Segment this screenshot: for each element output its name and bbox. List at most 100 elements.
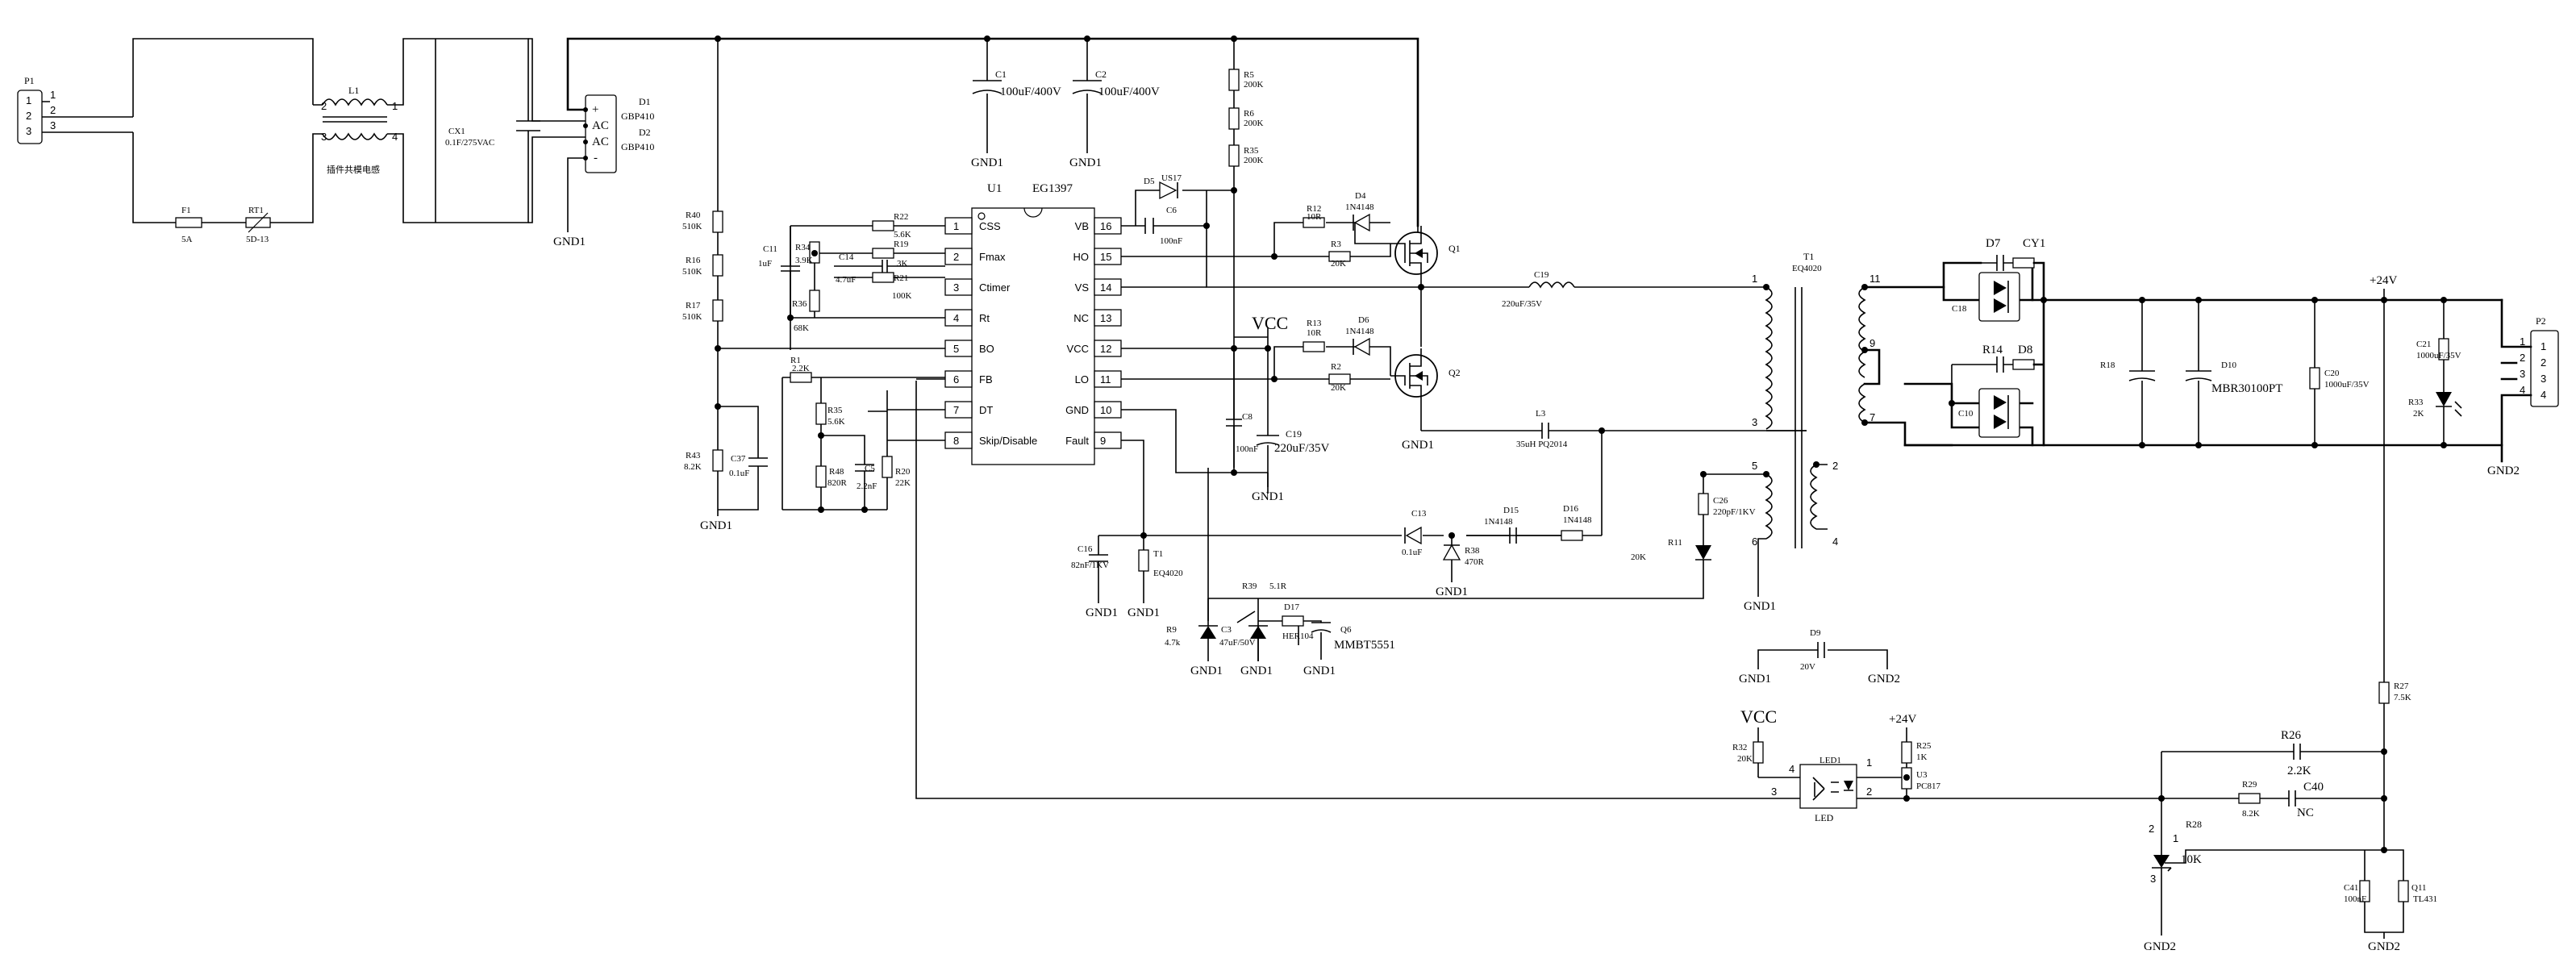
- wire-rt1-l1: [270, 145, 314, 223]
- resistor-r29: [2378, 681, 2390, 704]
- u1-part: EG1397: [1032, 182, 1073, 195]
- resistor-r3: [1328, 251, 1351, 262]
- r1-ref: R1: [790, 356, 801, 365]
- r33-value: 1000uF/35V: [2324, 380, 2370, 390]
- u1-right-pin-name: VCC: [1067, 343, 1089, 355]
- r6-value: 200K: [1244, 119, 1264, 128]
- r6-ref: R6: [1244, 109, 1254, 119]
- wire-vcc-up: [1234, 327, 1269, 348]
- resistor-r33: C20 1000uF/35V: [2309, 300, 2370, 445]
- r2-ref: R2: [1331, 362, 1341, 372]
- l3-value: 220uF/35V: [1502, 299, 1542, 309]
- gnd2-label-q11: GND2: [2144, 940, 2176, 953]
- u1-right-pin-number: 11: [1100, 373, 1111, 385]
- d16-ref: R38: [1465, 546, 1480, 556]
- l1-pin-2: 2: [321, 100, 327, 112]
- resistor-r38: [1138, 549, 1149, 572]
- gnd2-label-p2: GND2: [2487, 465, 2520, 477]
- cx1-ref: CX1: [448, 127, 465, 136]
- wire-d8: [1942, 261, 2034, 302]
- u1-left-pin-name: BO: [979, 343, 994, 355]
- u1-left-pin-number: 5: [953, 343, 959, 355]
- r29-ref: R27: [2394, 681, 2409, 691]
- d16-value: 470R: [1465, 557, 1485, 567]
- r20-value: 22K: [895, 478, 911, 488]
- r3-value: 20K: [1331, 259, 1346, 269]
- capacitor-c20: R18: [2100, 300, 2156, 445]
- d6-value: 1N4148: [1345, 327, 1374, 336]
- d9-value: 4.7k: [1165, 638, 1181, 648]
- resistor-r39: [1698, 493, 1709, 515]
- inductor-l3: C19 220uF/35V: [1502, 270, 1575, 309]
- wire-cy1: [1757, 649, 1888, 669]
- diode-d5: D5 US17: [1144, 173, 1182, 200]
- resistor-r48: [815, 465, 827, 488]
- r36-value: 68K: [794, 323, 809, 333]
- v24-label-opto: +24V: [1889, 713, 1916, 726]
- resistor-r13: [1303, 341, 1325, 352]
- junction-dots: [715, 35, 2447, 853]
- capacitor-c37: C37 0.1uF: [729, 454, 768, 478]
- d2-ref: D2: [639, 127, 651, 138]
- bridge-d1-d2: + AC AC - D1 GBP410 D2 GBP410: [583, 94, 654, 173]
- u1-right-pin-number: 12: [1100, 343, 1111, 355]
- resistor-r1: [790, 372, 812, 383]
- gnd1-label-d9: GND1: [1190, 665, 1223, 677]
- d15-value: 0.1uF: [1402, 548, 1422, 557]
- u1-right-pin-number: 14: [1100, 281, 1111, 294]
- wire-fb-optocoupler: [915, 381, 1800, 799]
- u1-left-pin-number: 3: [953, 281, 959, 294]
- p1-pin-3: 3: [26, 125, 31, 137]
- r28-value: 8.2K: [2242, 809, 2260, 819]
- wire-fb-dt: [782, 377, 945, 511]
- c19-value: 220uF/35V: [1274, 442, 1330, 455]
- capacitor-c3: Q6 MMBT5551: [1303, 620, 1395, 660]
- t1-pin-2: 2: [1832, 460, 1838, 472]
- resistor-r12: [1303, 217, 1325, 228]
- connector-p2: P2 1 2 3 4 1 2 3 4: [2520, 315, 2559, 407]
- c40-value: 2.2K: [2287, 765, 2311, 777]
- wire-bridge-gnd: [567, 157, 586, 232]
- r3-ref: R3: [1331, 240, 1341, 249]
- t1-pin-6: 6: [1752, 536, 1757, 548]
- u1-left-pin-name: Fmax: [979, 251, 1006, 263]
- c14-ref: C14: [839, 252, 854, 262]
- r2-value: 20K: [1331, 383, 1346, 393]
- capacitor-c40: R26 2.2K: [2281, 729, 2311, 777]
- u3-value: LED: [1815, 812, 1834, 823]
- common-mode-choke-l1: L1 2 1 3 4 插件共模电感: [312, 38, 436, 223]
- l1-ref: L1: [348, 85, 359, 96]
- c21-ref: D10: [2221, 360, 2236, 370]
- resistor-string-r40-r16-r17-r43: R40 510K R16 510K R17 510K R43 8.2K GND1: [682, 39, 732, 532]
- r39-ref: C26: [1713, 496, 1728, 506]
- c40-ref: R26: [2281, 729, 2302, 742]
- r29-value: 7.5K: [2394, 693, 2411, 702]
- c6-ref: C6: [1166, 206, 1177, 215]
- p1-pin-2-out: 2: [50, 104, 56, 116]
- c2-ref: C2: [1095, 69, 1107, 80]
- t1-pin-1: 1: [1752, 273, 1757, 285]
- l1-pin-3: 3: [321, 131, 327, 143]
- bridge-plus: +: [592, 103, 598, 116]
- resistor-r18: [2012, 359, 2035, 370]
- zener-d9: R9 4.7k: [1165, 625, 1218, 661]
- r35-ref: R35: [1244, 146, 1259, 156]
- u1-right-pin-name: LO: [1075, 373, 1089, 385]
- capacitor-c13: C16 82nF/1KV: [1071, 544, 1109, 570]
- r18-ref: D8: [2018, 344, 2032, 356]
- c5-value: 2.2nF: [857, 481, 877, 491]
- c41-ref: C40: [2303, 781, 2324, 794]
- resistor-r11: [1561, 530, 1583, 541]
- c1-ref: C1: [995, 69, 1007, 80]
- u1-right-pin-number: 15: [1100, 251, 1111, 263]
- d15-ref: C13: [1411, 509, 1427, 519]
- resistor-r35b: [815, 402, 827, 425]
- r30-ref: Q11: [2411, 883, 2427, 893]
- r17-value: 510K: [682, 312, 702, 322]
- r43-value: 8.2K: [684, 462, 702, 472]
- d9-ref: R9: [1166, 625, 1177, 635]
- r19-value: 3K: [897, 259, 908, 269]
- r16-ref: R16: [686, 256, 701, 265]
- r35-value: 200K: [1244, 156, 1264, 165]
- capacitor-c11: C11 1uF: [758, 244, 800, 272]
